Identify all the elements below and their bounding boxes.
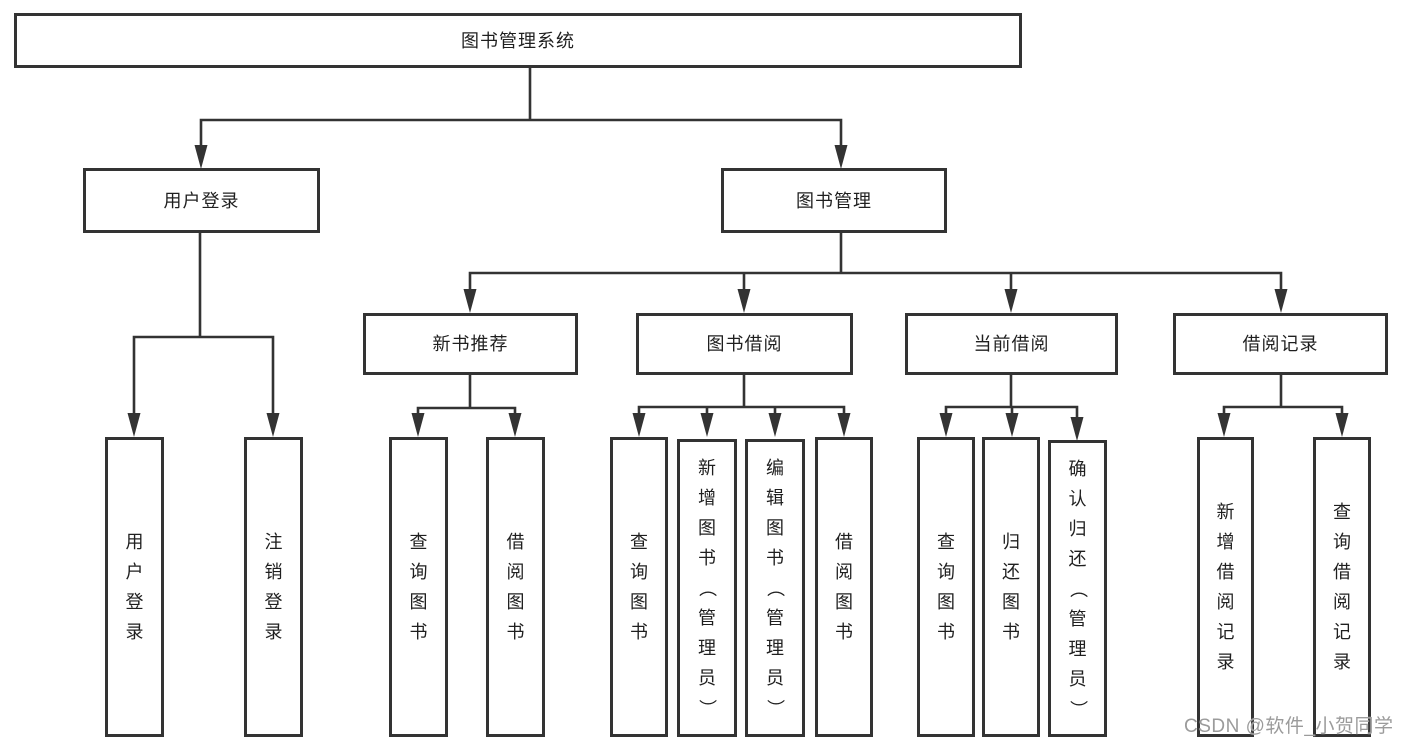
leaf-query-books-current: 查询图书 <box>917 437 975 737</box>
leaf-borrow-books-recommend-label: 借阅图书 <box>506 532 525 642</box>
leaf-logout-label: 注销登录 <box>264 532 283 642</box>
leaf-edit-book-admin-label: 编辑图书（管理员） <box>765 458 785 717</box>
leaf-logout: 注销登录 <box>244 437 303 737</box>
arrowhead <box>632 413 646 437</box>
arrowhead <box>700 413 714 437</box>
leaf-confirm-return-admin: 确认归还（管理员） <box>1048 440 1107 737</box>
node-current-borrowing: 当前借阅 <box>905 313 1118 375</box>
leaf-add-book-admin-label: 新增图书（管理员） <box>697 458 717 717</box>
arrowhead <box>1217 413 1231 437</box>
leaf-borrow-books-recommend: 借阅图书 <box>486 437 545 737</box>
arrowhead <box>837 413 851 437</box>
arrowhead <box>834 145 848 169</box>
arrowhead <box>939 413 953 437</box>
node-book-borrowing-label: 图书借阅 <box>706 334 783 354</box>
csdn-watermark: CSDN @软件_小贺同学 <box>1184 716 1394 737</box>
leaf-edit-book-admin: 编辑图书（管理员） <box>745 439 805 737</box>
leaf-query-books-recommend: 查询图书 <box>389 437 448 737</box>
arrowhead <box>266 413 280 437</box>
leaf-confirm-return-admin-label: 确认归还（管理员） <box>1067 458 1088 718</box>
node-book-borrowing: 图书借阅 <box>636 313 853 375</box>
node-user-login-label: 用户登录 <box>163 190 240 211</box>
arrowhead <box>463 289 477 313</box>
leaf-query-borrow-record-label: 查询借阅记录 <box>1333 502 1351 672</box>
arrowhead <box>768 413 782 437</box>
node-root: 图书管理系统 <box>14 13 1022 68</box>
node-new-book-recommend: 新书推荐 <box>363 313 578 375</box>
leaf-query-books-current-label: 查询图书 <box>937 532 955 642</box>
node-book-management: 图书管理 <box>721 168 947 233</box>
node-root-label: 图书管理系统 <box>461 30 575 51</box>
leaf-return-book-label: 归还图书 <box>1002 532 1020 642</box>
arrowhead <box>127 413 141 437</box>
arrowhead <box>508 413 522 437</box>
leaf-query-books-borrowing: 查询图书 <box>610 437 668 737</box>
arrowheads <box>127 145 1349 441</box>
node-borrow-records-label: 借阅记录 <box>1242 334 1319 354</box>
leaf-borrow-books-borrowing-label: 借阅图书 <box>835 532 853 642</box>
node-user-login: 用户登录 <box>83 168 320 233</box>
leaf-add-book-admin: 新增图书（管理员） <box>677 439 737 737</box>
leaf-user-login-label: 用户登录 <box>125 532 144 642</box>
leaf-return-book: 归还图书 <box>982 437 1040 737</box>
leaf-user-login: 用户登录 <box>105 437 164 737</box>
node-book-management-label: 图书管理 <box>796 190 872 211</box>
leaf-add-borrow-record-label: 新增借阅记录 <box>1216 502 1235 672</box>
leaf-query-books-recommend-label: 查询图书 <box>409 532 428 642</box>
connector-lines <box>132 66 1344 421</box>
leaf-query-books-borrowing-label: 查询图书 <box>630 532 648 642</box>
arrowhead <box>1335 413 1349 437</box>
arrowhead <box>1004 289 1018 313</box>
arrowhead <box>737 289 751 313</box>
arrowhead <box>194 145 208 169</box>
arrowhead <box>1274 289 1288 313</box>
leaf-query-borrow-record: 查询借阅记录 <box>1313 437 1371 737</box>
leaf-add-borrow-record: 新增借阅记录 <box>1197 437 1254 737</box>
arrowhead <box>1070 417 1084 441</box>
node-borrow-records: 借阅记录 <box>1173 313 1388 375</box>
node-new-book-recommend-label: 新书推荐 <box>432 334 509 354</box>
leaf-borrow-books-borrowing: 借阅图书 <box>815 437 873 737</box>
node-current-borrowing-label: 当前借阅 <box>973 334 1050 354</box>
arrowhead <box>1005 413 1019 437</box>
arrowhead <box>411 413 425 437</box>
